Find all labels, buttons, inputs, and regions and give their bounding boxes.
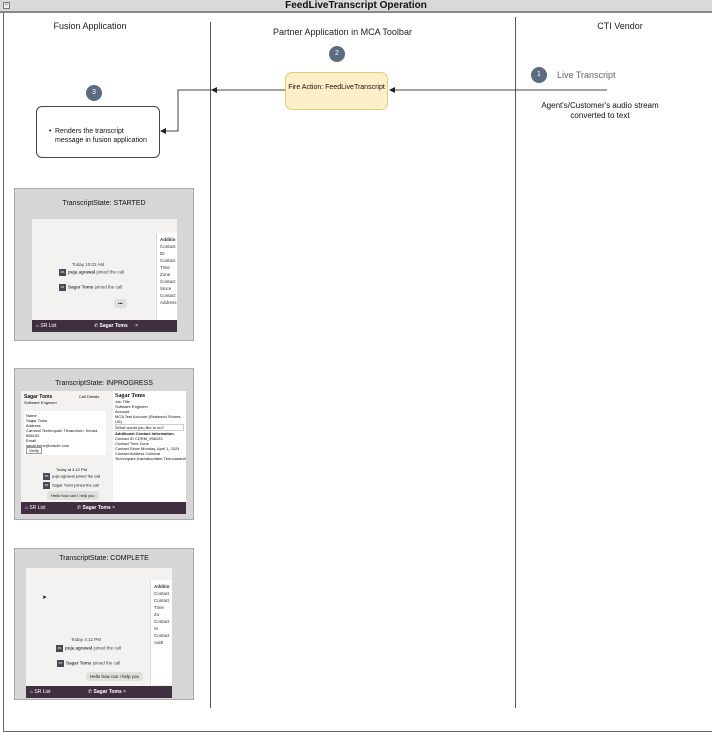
mockup-title: TranscriptState: INPROGRESS — [55, 380, 153, 387]
lane-divider — [210, 22, 211, 708]
chat-bubble: Hello how can I help you — [47, 491, 99, 500]
home-icon: ⌂ — [36, 323, 40, 329]
render-text: Renders the transcript message in fusion… — [55, 128, 147, 144]
call-tab[interactable]: Sagar Toms — [82, 505, 111, 511]
cursor-icon: ➤ — [42, 595, 48, 601]
lane-divider — [515, 17, 516, 708]
mockup-title: TranscriptState: COMPLETE — [59, 555, 149, 562]
typing-indicator: ••• — [114, 299, 127, 308]
arrow-to-render — [160, 89, 212, 134]
phone-icon: ✆ — [93, 323, 99, 329]
diagram-title: FeedLiveTranscript Operation — [0, 0, 712, 13]
lane-title-fusion: Fusion Application — [53, 21, 127, 31]
mockup-title: TranscriptState: STARTED — [62, 200, 146, 207]
call-tab[interactable]: Sagar Toms — [93, 689, 122, 695]
step-badge-1: 1 — [531, 67, 547, 83]
sr-list-tab[interactable]: SR List — [29, 505, 46, 511]
toolbar-footer: ⌂ SR List ✆ Sagar Toms × — [21, 502, 186, 514]
audio-description: Agent's/Customer's audio stream converte… — [541, 101, 659, 120]
step-badge-2: 2 — [329, 46, 345, 62]
fire-action-node: Fire Action: FeedLiveTranscript — [285, 72, 388, 110]
step-badge-3: 3 — [86, 85, 102, 101]
verify-button[interactable]: Verify — [26, 447, 43, 454]
lane-title-cti: CTI Vendor — [597, 21, 643, 31]
call-tab[interactable]: Sagar Toms — [99, 323, 128, 329]
render-node: •Renders the transcript message in fusio… — [36, 106, 160, 158]
sr-list-tab[interactable]: SR List — [40, 323, 57, 329]
chat-time: Today 10:02 AM — [72, 262, 105, 267]
close-icon[interactable]: × — [135, 323, 139, 329]
live-transcript-label: Live Transcript — [557, 70, 616, 80]
toolbar-footer: ⌂ SR List ✆ Sagar Toms × — [32, 320, 177, 332]
collapse-icon[interactable]: − — [3, 2, 10, 9]
sr-list-tab[interactable]: SR List — [34, 689, 51, 695]
lane-title-partner: Partner Application in MCA Toolbar — [273, 27, 412, 37]
toolbar-footer: ⌂ SR List ✆ Sagar Toms × — [26, 686, 172, 698]
flow-arrows — [160, 87, 607, 134]
call-details-link[interactable]: Call Details — [79, 394, 100, 399]
ask-input[interactable]: What would you like to do? — [115, 424, 184, 431]
